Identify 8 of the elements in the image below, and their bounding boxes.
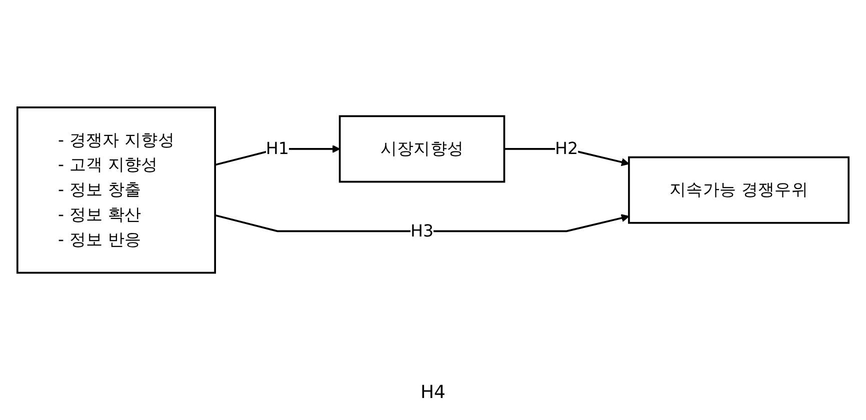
- arrow: [214, 214, 630, 232]
- node-box: - 경쟁자 지향성 - 고객 지향성 - 정보 창출 - 정보 확산 - 정보 반응: [16, 106, 216, 274]
- hypothesis-label: H4: [420, 382, 446, 403]
- node-box: 지속가능 경쟁우위: [628, 156, 850, 224]
- node-box: 시장지향성: [338, 115, 506, 183]
- edge-label: H3: [410, 221, 434, 241]
- edge-label: H1: [266, 139, 289, 159]
- edge-label: H2: [555, 139, 578, 159]
